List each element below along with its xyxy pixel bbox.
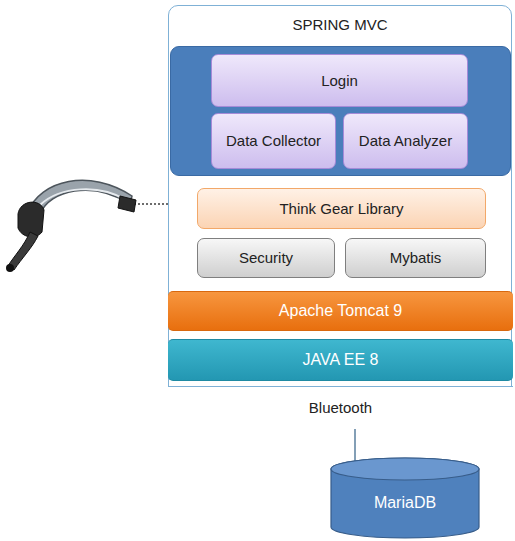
library-box: Think Gear Library <box>197 188 486 229</box>
node-label: Login <box>321 72 358 90</box>
sensor-arm <box>8 232 38 270</box>
cylinder-body <box>331 458 479 538</box>
server-band: Apache Tomcat 9 <box>168 291 513 331</box>
node-label: Data Analyzer <box>359 132 452 150</box>
system-container: SPRING MVC LoginData Collector Data Analyz… <box>168 5 512 429</box>
sensor-tip <box>6 264 14 272</box>
ear-piece <box>18 202 44 237</box>
connection-band: Bluetooth <box>168 386 513 429</box>
module-box: Data Analyzer <box>343 113 468 169</box>
platform-band: JAVA EE 8 <box>168 339 513 381</box>
connector-line <box>354 429 356 465</box>
forehead-sensor <box>118 196 136 212</box>
headband-highlight <box>40 189 126 205</box>
node-label: Apache Tomcat 9 <box>279 301 402 320</box>
node-label: Security <box>239 249 293 267</box>
dotted-cable <box>134 203 168 205</box>
database-cylinder: MariaDB <box>330 457 480 539</box>
node-label: Bluetooth <box>309 399 372 417</box>
framework-box: Security <box>197 238 335 278</box>
node-label: JAVA EE 8 <box>303 350 379 369</box>
node-label: MariaDB <box>330 493 480 512</box>
node-label: Data Collector <box>226 132 321 150</box>
node-label: Mybatis <box>390 249 442 267</box>
node-label: Think Gear Library <box>279 200 403 218</box>
framework-box: Mybatis <box>345 238 486 278</box>
module-box: Data Collector <box>211 113 336 169</box>
cylinder-top <box>331 458 479 480</box>
module-box: Login <box>211 54 468 107</box>
container-title: SPRING MVC <box>169 16 511 34</box>
